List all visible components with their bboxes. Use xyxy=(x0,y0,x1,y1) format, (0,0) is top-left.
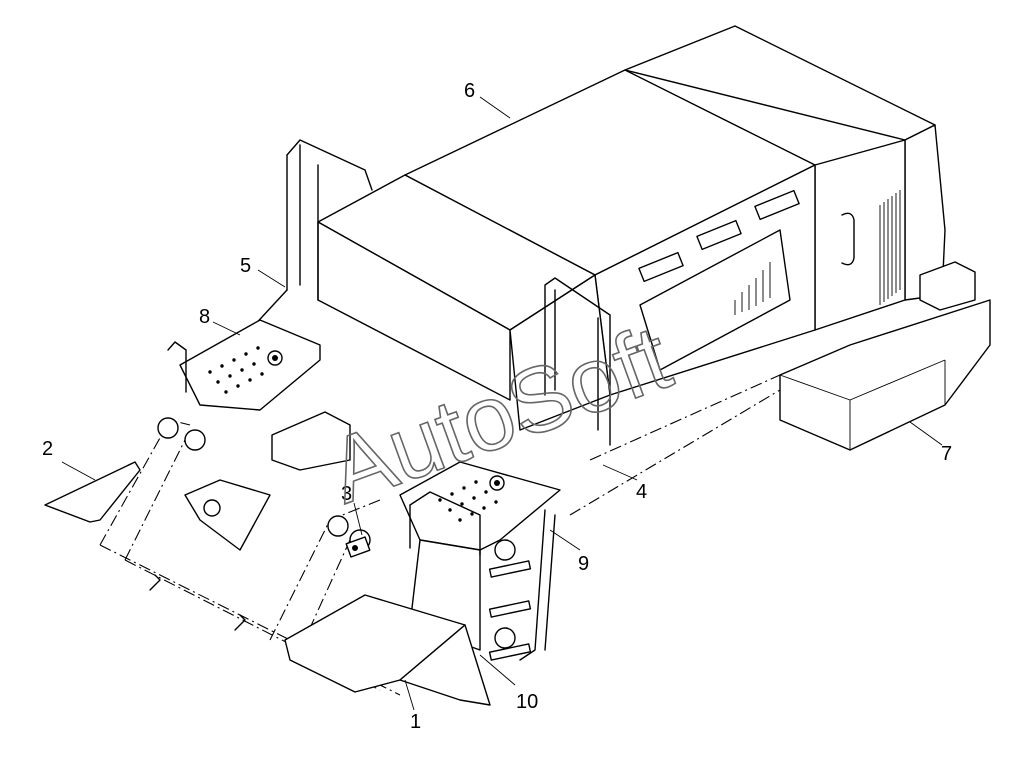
left-handrail xyxy=(249,139,373,331)
access-panel xyxy=(639,229,791,371)
callout-1: 1 xyxy=(410,711,421,733)
callout-8: 8 xyxy=(199,306,210,328)
callout-3: 3 xyxy=(341,483,352,505)
hood-module xyxy=(404,69,816,396)
clamp-hitch xyxy=(345,536,371,558)
center-walkway xyxy=(271,411,351,471)
front-box xyxy=(317,174,611,431)
callout-4: 4 xyxy=(636,481,647,503)
callout-9: 9 xyxy=(578,553,589,575)
callout-10: 10 xyxy=(516,691,538,713)
right-handrail xyxy=(544,277,611,446)
hood-louvers xyxy=(638,189,800,283)
rear-engine-module xyxy=(624,25,946,331)
callout-leaders xyxy=(61,96,943,711)
panel-vents xyxy=(734,262,771,315)
left-bumper xyxy=(44,461,141,523)
rear-grille xyxy=(879,190,901,305)
right-platform-holes xyxy=(438,480,498,522)
callout-2: 2 xyxy=(42,438,53,460)
access-ladder xyxy=(488,509,556,661)
front-bumper xyxy=(284,594,491,706)
callout-7: 7 xyxy=(941,443,952,465)
side-tank xyxy=(779,261,991,451)
callout-6: 6 xyxy=(464,80,475,102)
callout-5: 5 xyxy=(240,255,251,277)
door-handle xyxy=(841,212,855,266)
left-platform-holes xyxy=(208,346,264,394)
left-platform xyxy=(167,319,321,411)
